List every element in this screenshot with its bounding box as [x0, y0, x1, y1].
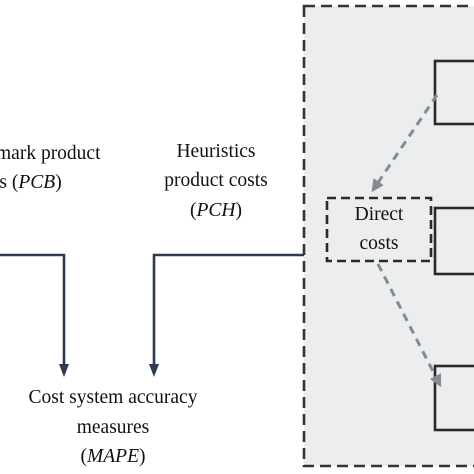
- heuristics-abbr: PCH: [196, 200, 236, 221]
- heuristics-abbr-open: (: [190, 200, 197, 221]
- pch-connector-line: [152, 253, 304, 366]
- pcb-connector-line: [0, 253, 66, 366]
- heuristics-costs-line2: product costs: [164, 170, 268, 191]
- heuristics-costs-line3: (PCH): [151, 198, 281, 224]
- benchmark-costs-prefix: ts (: [0, 172, 19, 193]
- benchmark-abbr: PCB: [18, 172, 56, 193]
- benchmark-costs-suffix: ): [55, 172, 62, 193]
- cost-pool-box-bottom: [433, 364, 474, 432]
- accuracy-abbr: MAPE: [87, 446, 139, 467]
- accuracy-abbr-close: ): [138, 446, 146, 467]
- dashed-arrow-direct-to-bottom: [376, 263, 442, 388]
- accuracy-measures-line2: measures: [76, 417, 150, 438]
- direct-costs-line2: costs: [359, 233, 399, 254]
- benchmark-costs-line1: mark product: [0, 143, 101, 164]
- direct-costs-line1: Direct: [354, 204, 404, 225]
- cost-pool-box-top: [433, 59, 474, 126]
- accuracy-measures-line3: (MAPE): [0, 444, 226, 470]
- cost-pool-box-middle: [433, 206, 474, 276]
- dashed-arrow-top-to-direct: [371, 94, 439, 193]
- pcb-connector-arrowhead: [59, 364, 69, 377]
- direct-costs-box: [325, 196, 433, 263]
- heuristics-costs-line1: Heuristics: [176, 141, 256, 162]
- accuracy-abbr-open: (: [80, 446, 88, 467]
- benchmark-costs-line2: ts (PCB): [0, 170, 62, 196]
- accuracy-measures-line1: Cost system accuracy: [28, 387, 198, 408]
- pch-connector-arrowhead: [149, 364, 159, 377]
- heuristics-abbr-close: ): [235, 200, 243, 221]
